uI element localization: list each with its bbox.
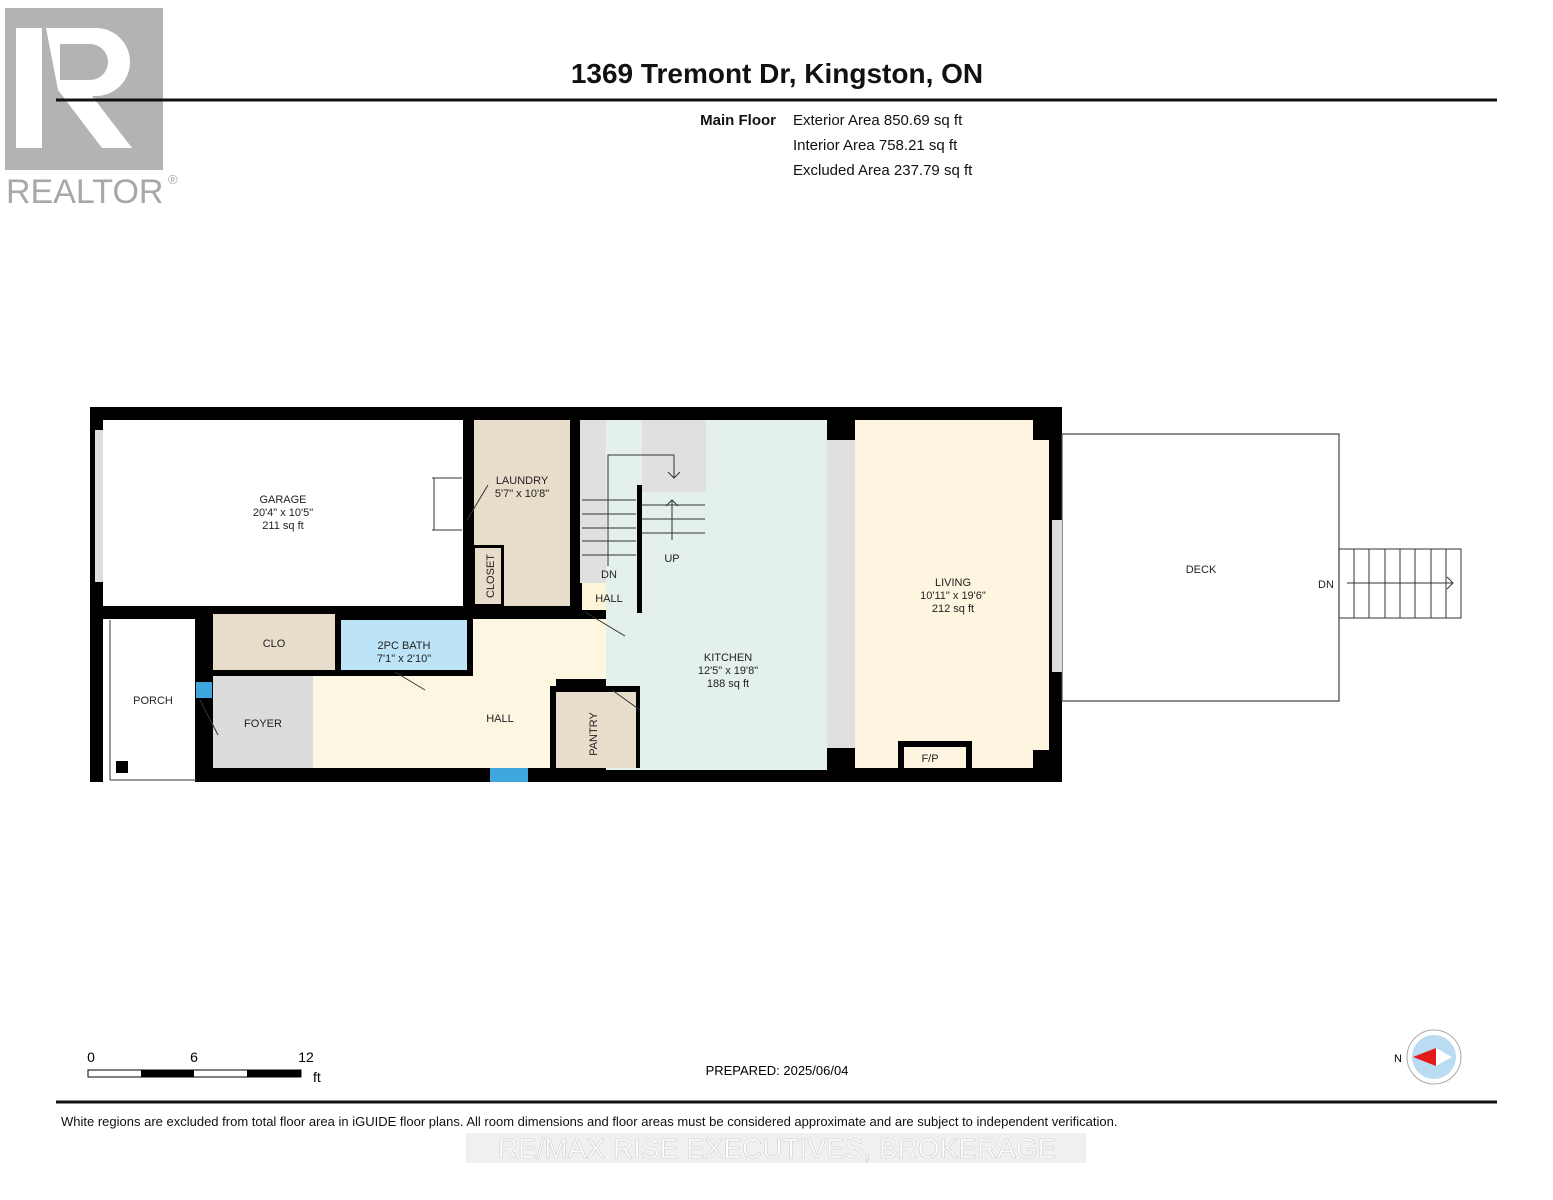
stair-lines — [199, 454, 1462, 736]
window-foyer — [196, 682, 212, 698]
brokerage-watermark: RE/MAX RISE EXECUTIVES, BROKERAGE — [498, 1133, 1057, 1164]
kitchen-area-text: 188 sq ft — [707, 678, 749, 690]
compass-icon: N — [1394, 1029, 1462, 1085]
stairs-dn-label: DN — [601, 569, 617, 581]
bath-area — [341, 620, 467, 670]
bath-dims: 7'1" x 2'10" — [377, 653, 431, 665]
kitchen-label: KITCHEN — [704, 652, 752, 664]
living-area — [855, 420, 1033, 768]
garage-area — [103, 420, 463, 606]
foyer-label: FOYER — [244, 718, 282, 730]
deck-label: DECK — [1186, 564, 1217, 576]
bath-label: 2PC BATH — [378, 640, 431, 652]
page-title: 1369 Tremont Dr, Kingston, ON — [571, 58, 983, 89]
opening-column — [827, 440, 855, 748]
realtor-logo-mark: ® — [168, 172, 178, 187]
patio-door — [1052, 520, 1062, 672]
laundry-label: LAUNDRY — [496, 475, 549, 487]
realtor-logo: REALTOR ® — [5, 8, 178, 211]
closet-label: CLOSET — [485, 554, 497, 598]
scale-tick-12: 12 — [298, 1049, 314, 1065]
garage-area-text: 211 sq ft — [262, 520, 303, 532]
hall-label: HALL — [486, 713, 514, 725]
scale-tick-6: 6 — [190, 1049, 198, 1065]
scale-unit: ft — [313, 1069, 321, 1085]
scale-tick-0: 0 — [87, 1049, 95, 1065]
floor-label: Main Floor — [700, 112, 776, 129]
interior-area: Interior Area 758.21 sq ft — [793, 137, 958, 154]
clo-area — [213, 614, 335, 670]
window-hall — [490, 768, 528, 782]
scale-bar: 0 6 12 ft — [87, 1049, 321, 1085]
small-hall-label: HALL — [595, 593, 623, 605]
room-fills — [90, 407, 1340, 782]
deck-stairs-dn-label: DN — [1318, 579, 1334, 591]
exterior-area: Exterior Area 850.69 sq ft — [793, 112, 963, 129]
room-labels: GARAGE 20'4" x 10'5" 211 sq ft LAUNDRY 5… — [133, 475, 1334, 765]
closet-area — [475, 548, 501, 604]
porch-label: PORCH — [133, 695, 173, 707]
fireplace-label: F/P — [921, 753, 938, 765]
deck-area — [1061, 433, 1340, 702]
clo-label: CLO — [263, 638, 286, 650]
kitchen-dims: 12'5" x 19'8" — [698, 665, 758, 677]
garage-dims: 20'4" x 10'5" — [253, 507, 313, 519]
realtor-logo-text: REALTOR — [6, 173, 163, 211]
hall-area — [313, 676, 556, 768]
pantry-label: PANTRY — [588, 712, 600, 756]
stairs-up-label: UP — [664, 553, 679, 565]
disclaimer: White regions are excluded from total fl… — [61, 1114, 1117, 1129]
living-label: LIVING — [935, 577, 971, 589]
pantry-area — [556, 692, 636, 768]
prepared-date: PREPARED: 2025/06/04 — [706, 1063, 849, 1078]
laundry-dims: 5'7" x 10'8" — [495, 488, 549, 500]
excluded-area: Excluded Area 237.79 sq ft — [793, 162, 973, 179]
living-area-text: 212 sq ft — [932, 603, 974, 615]
garage-label: GARAGE — [259, 494, 306, 506]
compass-north-label: N — [1394, 1053, 1402, 1065]
garage-door — [95, 430, 103, 582]
foyer-area — [213, 676, 313, 768]
living-dims: 10'11" x 19'6" — [920, 590, 986, 602]
